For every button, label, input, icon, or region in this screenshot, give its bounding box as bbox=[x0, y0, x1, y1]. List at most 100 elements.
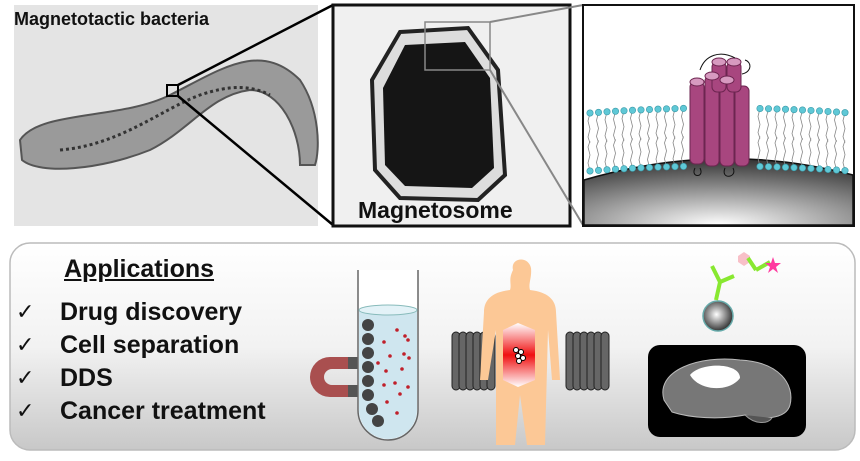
item-label: Cell separation bbox=[60, 331, 240, 359]
lipid-tail bbox=[681, 108, 684, 167]
lipid-head bbox=[586, 167, 594, 175]
lipid-tail bbox=[808, 110, 812, 169]
lipid-tail bbox=[672, 108, 676, 167]
lipid-head bbox=[620, 107, 628, 115]
lipid-tail bbox=[757, 108, 761, 167]
cell-dot bbox=[406, 385, 410, 389]
cell-dot bbox=[406, 338, 410, 342]
lipid-tail bbox=[621, 110, 625, 169]
cell-dot bbox=[384, 369, 388, 373]
zoom-line bbox=[489, 69, 584, 226]
magnetic-bead bbox=[366, 403, 378, 415]
lipid-tail bbox=[834, 111, 837, 171]
lipid-tail bbox=[842, 112, 846, 171]
lipid-head bbox=[645, 163, 653, 171]
lipid-head bbox=[781, 105, 789, 113]
list-item: ✓ Drug discovery bbox=[16, 296, 266, 329]
lipid-head bbox=[756, 162, 764, 170]
cell-dot bbox=[385, 400, 389, 404]
magnetic-bead bbox=[372, 415, 384, 427]
zoom-line bbox=[177, 95, 334, 226]
check-mark-icon: ✓ bbox=[16, 333, 35, 358]
item-label: Drug discovery bbox=[60, 298, 243, 326]
bacteria-micrograph: Magnetotactic bacteria bbox=[14, 5, 319, 226]
zoom-box bbox=[424, 21, 491, 71]
lipid-head bbox=[824, 107, 832, 115]
lipid-head bbox=[603, 166, 611, 174]
brain-mri-icon bbox=[648, 345, 806, 437]
zoom-line bbox=[489, 4, 584, 23]
magnetic-bead bbox=[362, 347, 374, 359]
lipid-head bbox=[807, 164, 815, 172]
lipid-head bbox=[764, 163, 772, 171]
lipid-tail bbox=[774, 108, 778, 168]
magnetic-bead bbox=[362, 319, 374, 331]
magnetic-bead bbox=[362, 333, 374, 345]
lipid-head bbox=[815, 165, 823, 173]
lipid-head bbox=[628, 106, 636, 114]
lipid-head bbox=[781, 163, 789, 171]
lipid-head bbox=[603, 108, 611, 116]
lipid-head bbox=[790, 106, 798, 114]
lipid-head bbox=[773, 163, 781, 171]
lipid-head bbox=[611, 165, 619, 173]
magnetic-bead bbox=[362, 361, 374, 373]
lipid-tail bbox=[655, 109, 659, 168]
lipid-head bbox=[637, 164, 645, 172]
bacteria-label: Magnetotactic bacteria bbox=[14, 9, 210, 29]
lipid-head bbox=[832, 108, 840, 116]
cell-dot bbox=[395, 328, 399, 332]
lipid-head bbox=[611, 107, 619, 115]
lipid-head bbox=[645, 105, 653, 113]
lipid-tail bbox=[647, 109, 650, 168]
magnet-icon bbox=[310, 357, 358, 397]
cell-dot bbox=[395, 411, 399, 415]
item-label: DDS bbox=[60, 364, 113, 392]
cell-dot bbox=[388, 354, 392, 358]
lipid-tail bbox=[596, 112, 599, 171]
lipid-head bbox=[832, 166, 840, 174]
protein-helices bbox=[689, 57, 750, 167]
magnetic-bead bbox=[362, 389, 374, 401]
item-label: Cancer treatment bbox=[60, 397, 266, 425]
cell-dot bbox=[407, 356, 411, 360]
lipid-head bbox=[679, 104, 687, 112]
lipid-tail bbox=[630, 110, 633, 169]
lipid-tail bbox=[791, 109, 795, 168]
list-item: ✓ Cell separation bbox=[16, 329, 266, 362]
lipid-tail bbox=[638, 109, 642, 168]
cell-dot bbox=[403, 334, 407, 338]
lipid-head bbox=[637, 106, 645, 114]
lipid-head bbox=[620, 165, 628, 173]
applications-list: ✓ Drug discovery ✓ Cell separation ✓DDS ✓ C… bbox=[16, 296, 266, 428]
test-tube-icon bbox=[357, 270, 419, 441]
lipid-head bbox=[662, 105, 670, 113]
check-mark-icon: ✓ bbox=[16, 399, 35, 424]
lipid-head bbox=[756, 104, 764, 112]
lipid-tail bbox=[800, 109, 803, 169]
coil-ring bbox=[600, 331, 610, 391]
check-mark-icon: ✓ bbox=[16, 300, 35, 325]
lipid-tail bbox=[613, 111, 616, 170]
cell-dot bbox=[393, 381, 397, 385]
body-with-magnets-icon bbox=[451, 259, 610, 445]
list-item: ✓DDS bbox=[16, 362, 266, 395]
lipid-head bbox=[807, 106, 815, 114]
lipid-head bbox=[654, 105, 662, 113]
lipid-tail bbox=[825, 111, 829, 170]
applications-title: Applications bbox=[64, 255, 215, 283]
lipid-head bbox=[586, 109, 594, 117]
lipid-tail bbox=[817, 110, 820, 170]
applications-panel bbox=[9, 242, 856, 451]
lipid-head bbox=[790, 164, 798, 172]
lipid-head bbox=[671, 105, 679, 113]
cell-dot bbox=[382, 383, 386, 387]
lipid-head bbox=[594, 108, 602, 116]
lipid-head bbox=[628, 164, 636, 172]
lipid-head bbox=[764, 105, 772, 113]
lipid-tail bbox=[664, 108, 667, 167]
magnetosome-micrograph: Magnetosome bbox=[331, 3, 572, 228]
lipid-head bbox=[824, 165, 832, 173]
cell-dot bbox=[400, 367, 404, 371]
